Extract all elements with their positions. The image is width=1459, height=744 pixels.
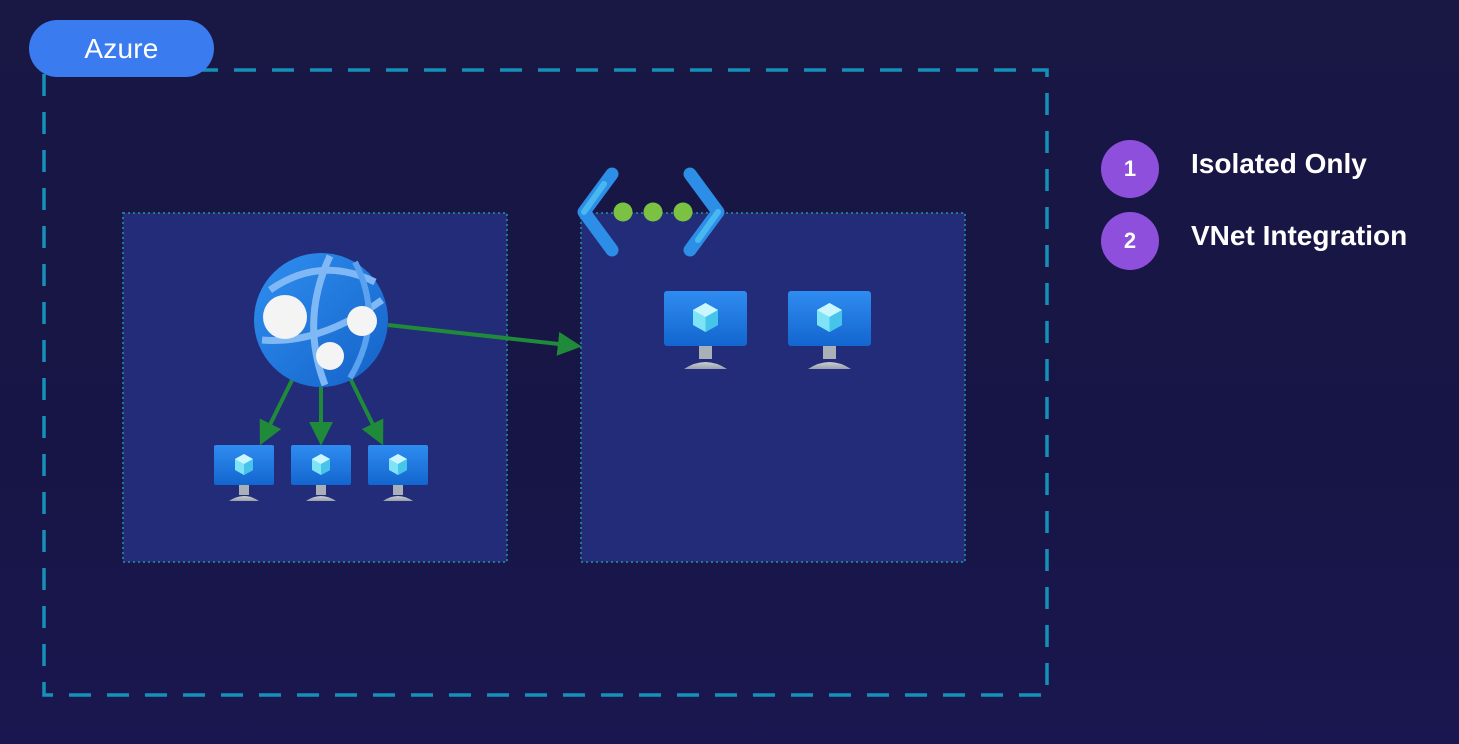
- arrow-to-vnet: [387, 323, 582, 356]
- arrow-to-vm-3: [348, 377, 384, 446]
- legend-item-vnet-integration: 2 VNet Integration: [1101, 210, 1441, 270]
- virtual-network-icon: [577, 167, 725, 257]
- number-badge: 2: [1101, 212, 1159, 270]
- legend-item-isolated-only: 1 Isolated Only: [1101, 138, 1441, 198]
- azure-boundary: [42, 68, 1049, 697]
- app-service-globe-icon: [254, 253, 388, 387]
- azure-label: Azure: [29, 20, 214, 77]
- arrow-to-vm-1: [259, 377, 295, 446]
- legend-label: VNet Integration: [1191, 220, 1408, 251]
- legend-label: Isolated Only: [1191, 148, 1367, 179]
- subnet-box-right: [580, 212, 966, 563]
- number-badge: 1: [1101, 140, 1159, 198]
